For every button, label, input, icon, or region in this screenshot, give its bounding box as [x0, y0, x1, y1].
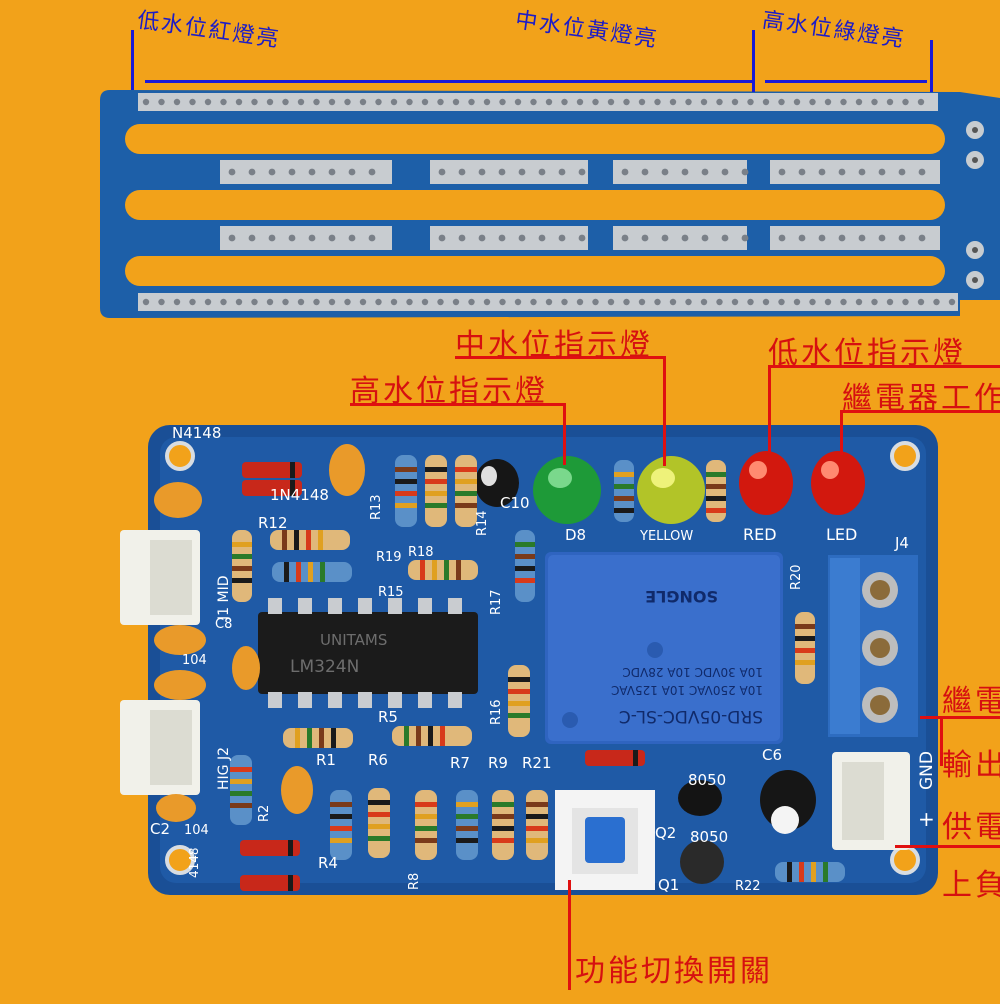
terminal-block-j4 — [828, 555, 918, 737]
silk-c8: C8 — [215, 617, 232, 632]
silk-q2: Q2 — [655, 824, 676, 842]
label-low-indicator: 低水位指示燈 — [768, 336, 966, 371]
function-switch[interactable] — [555, 790, 655, 890]
silk-r6: R6 — [368, 751, 388, 769]
label-function-switch: 功能切換開關 — [575, 954, 773, 989]
silk-r13: R13 — [369, 494, 384, 520]
silk-yellow: YELLOW — [639, 529, 693, 544]
silk-r21: R21 — [522, 754, 552, 772]
label-supply-right-2: 上負 — [942, 868, 1000, 903]
relay: SRD-05VDC-SL-C 10A 250VAC 10A 125VAC 10A… — [545, 552, 783, 744]
silk-r16: R16 — [489, 699, 504, 725]
silk-q1: Q1 — [658, 876, 679, 894]
silk-8050-1: 8050 — [688, 771, 726, 789]
silk-r5: R5 — [378, 708, 398, 726]
silk-r1: R1 — [316, 751, 336, 769]
led-green — [533, 456, 601, 524]
silk-r9: R9 — [488, 754, 508, 772]
silk-c2-104: 104 — [184, 823, 209, 838]
silk-4148: 4148 — [187, 847, 201, 878]
relay-brand: SONGLE — [645, 587, 718, 606]
label-mid-indicator: 中水位指示燈 — [455, 328, 653, 363]
silk-r18: R18 — [408, 545, 434, 560]
silk-hig: HIG J2 — [216, 747, 232, 790]
silk-r14: R14 — [475, 510, 490, 536]
label-output-right: 輸出 — [942, 748, 1000, 783]
silk-r2: R2 — [257, 805, 272, 822]
silk-r8: R8 — [407, 873, 422, 890]
led-red-2 — [811, 451, 865, 515]
led-red-1 — [739, 451, 793, 515]
relay-rating-1: 10A 250VAC 10A 125VAC — [611, 683, 763, 697]
silk-led: LED — [826, 525, 857, 544]
annotation-lines — [131, 30, 1000, 990]
silk-8050-2: 8050 — [690, 828, 728, 846]
ic-text-1: UNITAMS — [320, 631, 387, 649]
connector-j1 — [120, 530, 200, 625]
silk-j1mid: J1 MID — [216, 576, 232, 621]
silk-gnd: GND — [917, 751, 937, 790]
silk-r22: R22 — [735, 879, 761, 894]
silk-c10: C10 — [500, 494, 530, 512]
label-high-indicator: 高水位指示燈 — [350, 374, 548, 409]
silk-plus: + — [918, 807, 935, 831]
ic-text-2: LM324N — [290, 657, 359, 677]
silk-c2: C2 — [150, 820, 170, 838]
relay-rating-2: 10A 30VDC 10A 28VDC — [622, 665, 763, 679]
label-relay-right: 繼電 — [942, 684, 1000, 719]
relay-model: SRD-05VDC-SL-C — [619, 706, 763, 726]
connector-power — [832, 752, 910, 850]
silk-red: RED — [743, 525, 777, 544]
silk-104: 104 — [182, 653, 207, 668]
silk-r4: R4 — [318, 854, 338, 872]
silk-r15: R15 — [378, 585, 404, 600]
silk-j4: J4 — [894, 534, 909, 552]
ic-lm324: UNITAMS LM324N — [258, 598, 478, 708]
silk-d8: D8 — [565, 526, 586, 544]
silk-n4148-top: N4148 — [172, 424, 221, 442]
silk-r12: R12 — [258, 514, 288, 532]
silk-r20: R20 — [789, 564, 804, 590]
silk-r19: R19 — [376, 550, 402, 565]
main-pcb: UNITAMS LM324N SRD-05VDC-SL-C 10A 250VAC… — [120, 424, 938, 895]
silk-c6: C6 — [762, 746, 782, 764]
probe-board — [100, 90, 1000, 318]
silk-r7: R7 — [450, 754, 470, 772]
label-relay-work: 繼電器工作 — [842, 381, 1000, 416]
connector-j2 — [120, 700, 200, 795]
label-supply-right: 供電 — [942, 810, 1000, 845]
silk-r17: R17 — [489, 589, 504, 615]
led-yellow — [637, 456, 705, 524]
silk-1n4148: 1N4148 — [270, 486, 329, 504]
